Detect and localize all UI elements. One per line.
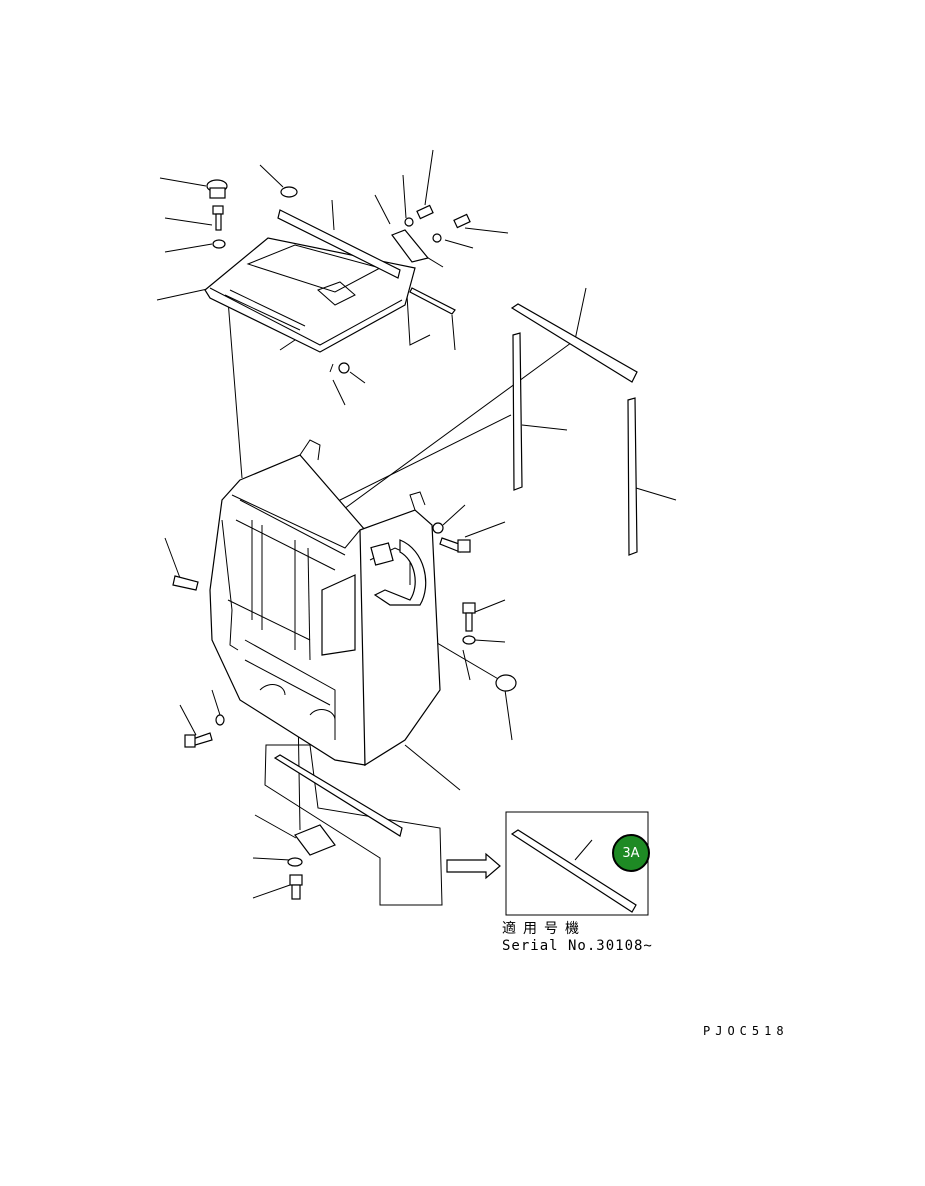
- seal-strips: [510, 303, 638, 556]
- serial-number: Serial No.30108~: [502, 938, 653, 954]
- serial-label-jp: 適用号機: [502, 921, 586, 937]
- revision-badge: 3A: [612, 834, 650, 872]
- lower-assembly: [264, 744, 443, 906]
- main-frame: [209, 439, 441, 767]
- side-fasteners: [172, 522, 517, 748]
- arrow-icon: [446, 852, 501, 880]
- fasteners-top: [206, 179, 471, 374]
- top-cover: [204, 237, 416, 353]
- inset-box: [505, 811, 649, 916]
- drawing-code: PJOC518: [703, 1024, 789, 1038]
